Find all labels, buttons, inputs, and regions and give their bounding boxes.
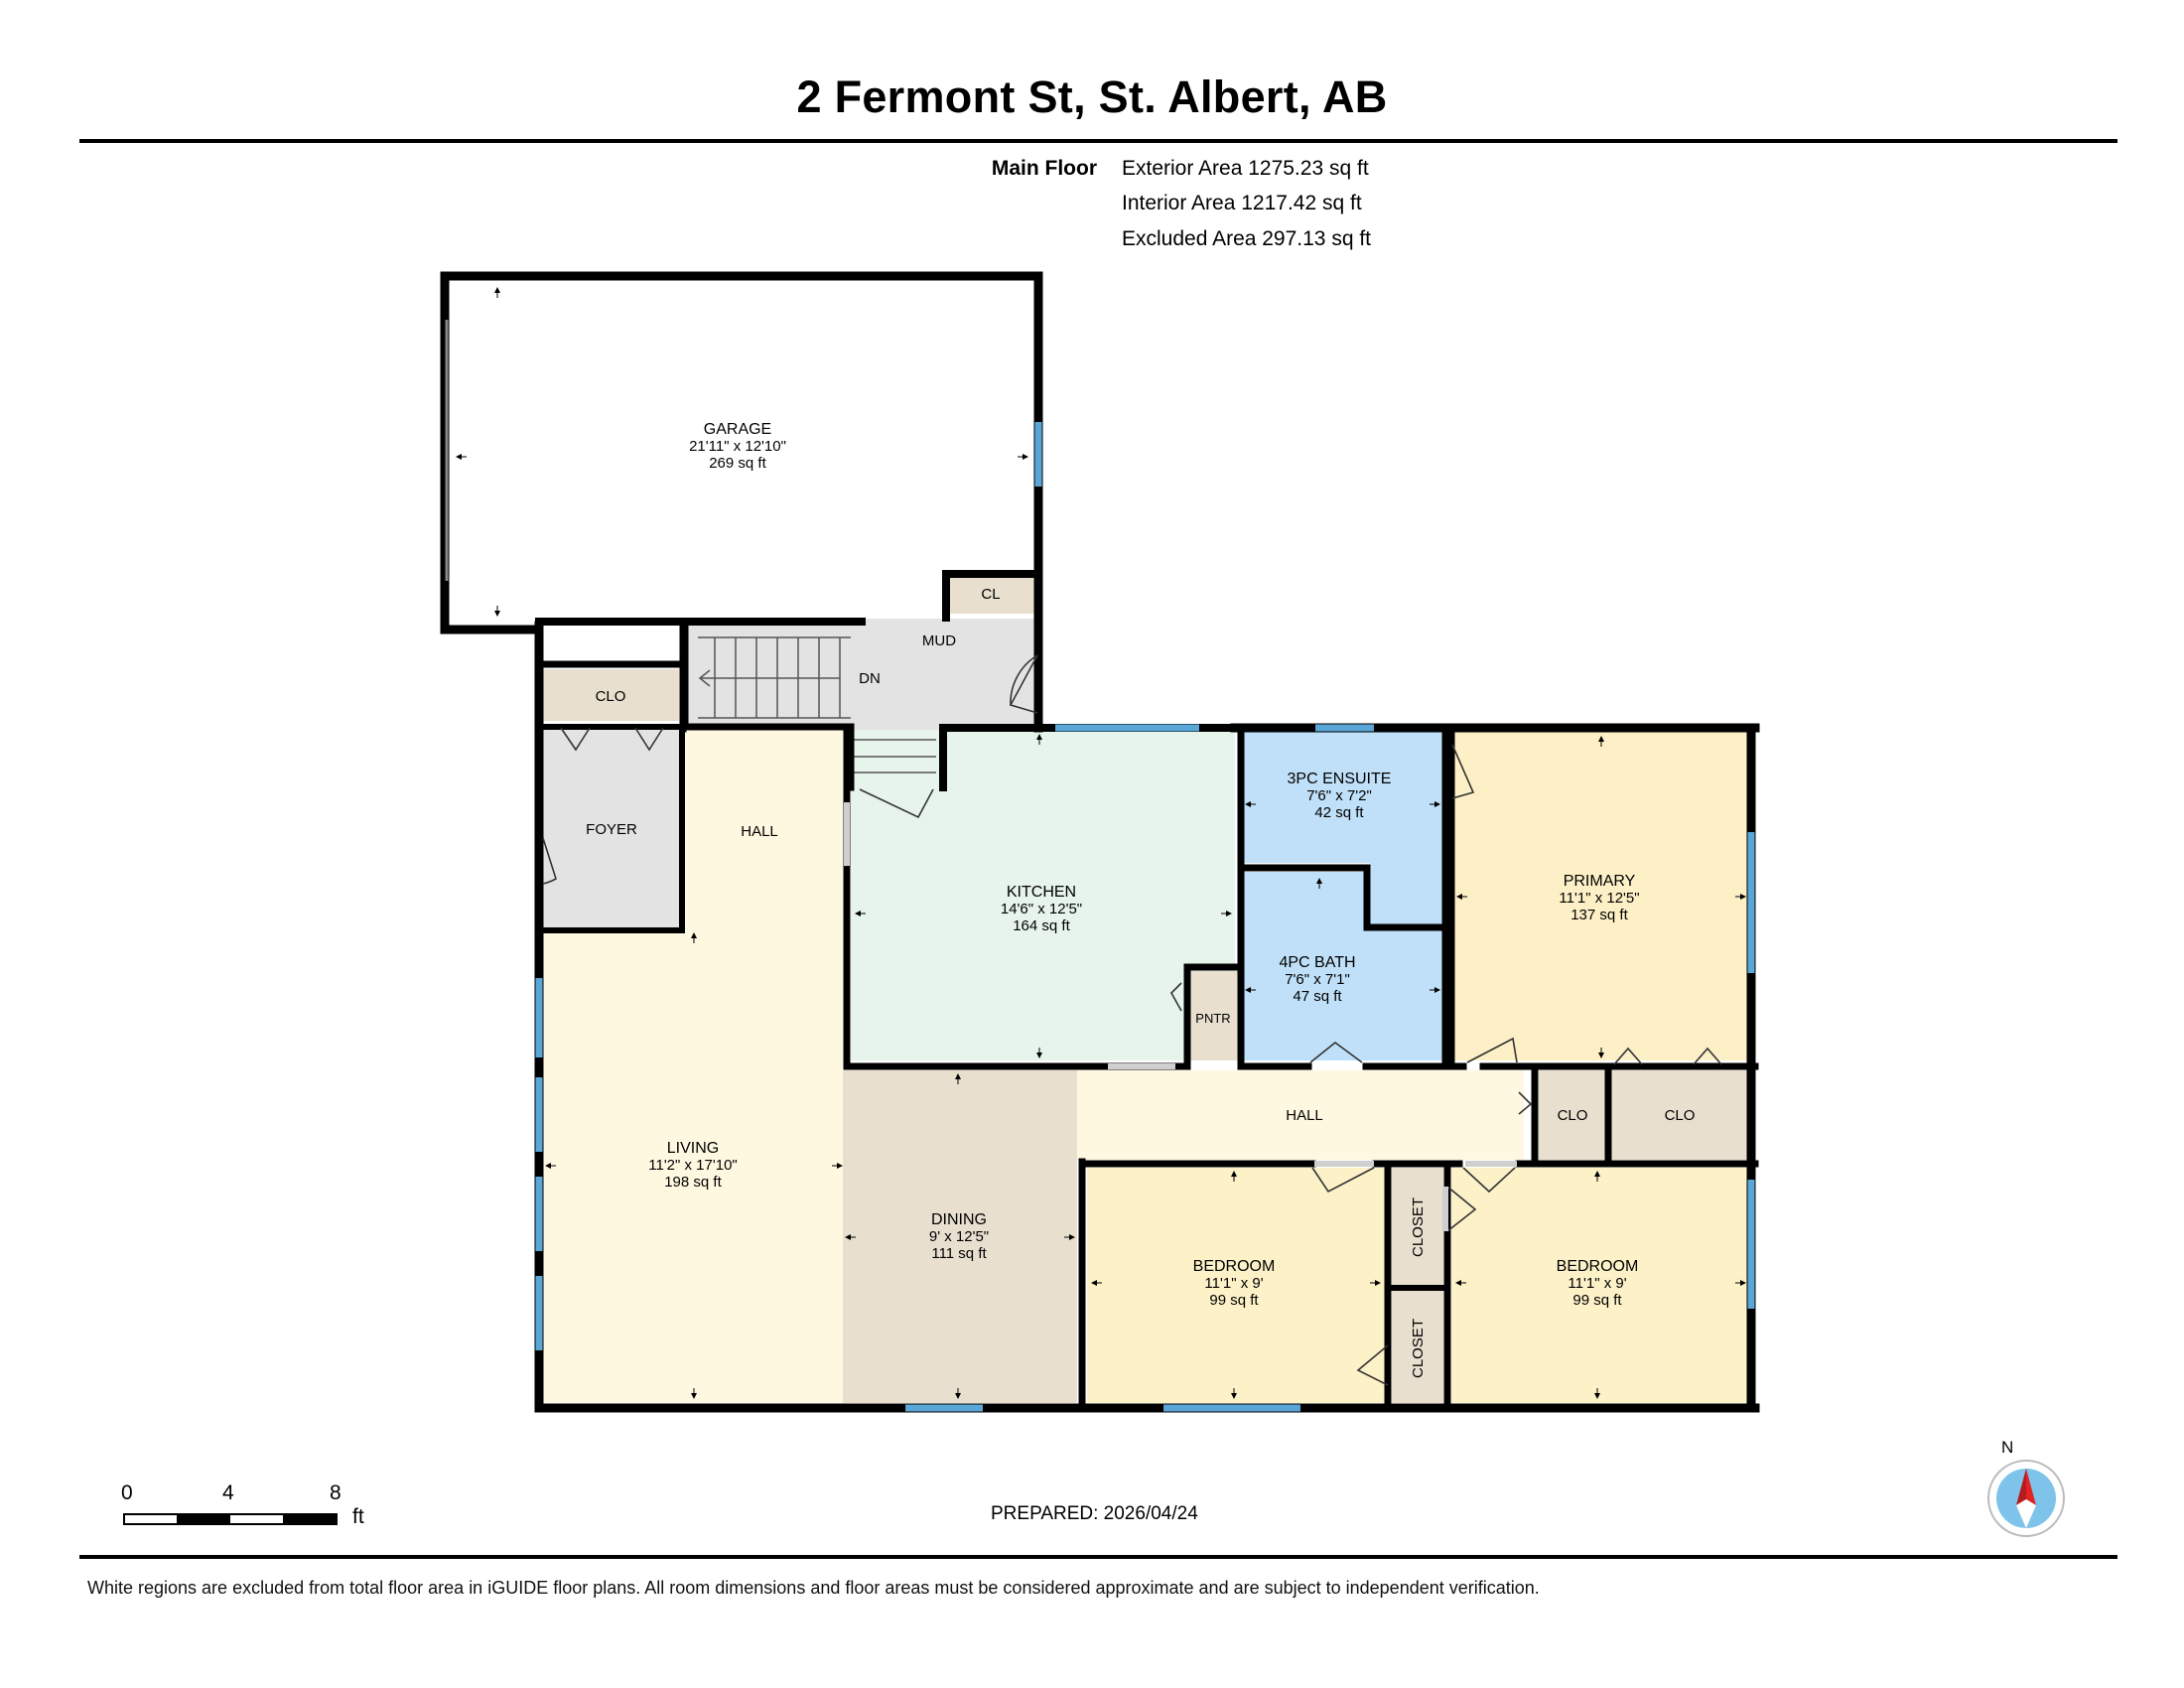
garage-dim: 21'11" x 12'10" [689,438,786,455]
closet1-fill [1392,1168,1443,1285]
clo-foyer-fill [543,669,679,721]
pntr-label: PNTR [1195,1011,1230,1026]
primary-dim: 11'1" x 12'5" [1559,890,1639,907]
living-name: LIVING [667,1140,719,1157]
footer-rule [79,1555,2117,1559]
kitchen-arrows [855,734,1232,1058]
living-sqft: 198 sq ft [664,1174,722,1191]
bedroom2-name: BEDROOM [1557,1258,1639,1275]
living-arrows [545,932,843,1399]
ensuite-name: 3PC ENSUITE [1288,771,1392,787]
bedroom1-fill [1087,1168,1385,1403]
dining-sqft: 111 sq ft [931,1245,987,1262]
ensuite-fill [1244,730,1442,863]
clo-hall-2-label: CLO [1665,1107,1696,1124]
hall-lower-label: HALL [1286,1107,1323,1124]
living-fill [543,927,843,1403]
staircase [698,636,936,774]
closet-1-label: CLOSET [1410,1197,1427,1257]
mud-label: MUD [922,633,956,649]
bath-name: 4PC BATH [1279,954,1355,971]
garage-sqft: 269 sq ft [709,455,766,472]
dining-dim: 9' x 12'5" [929,1228,989,1245]
primary-arrows [1456,736,1746,1058]
compass-icon [1987,1460,2065,1537]
scale-unit: ft [352,1505,364,1528]
primary-sqft: 137 sq ft [1570,907,1628,923]
bedroom2-dim: 11'1" x 9' [1568,1275,1626,1292]
disclaimer: White regions are excluded from total fl… [87,1578,1540,1598]
bedroom1-sqft: 99 sq ft [1209,1292,1259,1309]
clo-hall-1-fill [1539,1070,1606,1160]
garage-fill [445,276,1038,625]
primary-fill [1452,730,1751,1060]
interior-area: Interior Area 1217.42 sq ft [1122,192,1362,214]
kitchen-name: KITCHEN [1007,884,1076,901]
bath-fill [1244,872,1442,1060]
bedroom1-arrows [1091,1171,1381,1399]
hall-upper-label: HALL [741,823,778,840]
header-rule [79,139,2117,143]
exterior-area: Exterior Area 1275.23 sq ft [1122,157,1369,180]
bedroom2-sqft: 99 sq ft [1572,1292,1622,1309]
doors [542,654,1722,1386]
scale-bar [123,1513,338,1525]
bedroom2-fill [1451,1168,1751,1403]
scale-tick-8: 8 [330,1481,341,1504]
hall-lower-fill [1077,1070,1524,1160]
foyer-label: FOYER [586,821,637,838]
windows [535,422,1755,1412]
bath-dim: 7'6" x 7'1" [1285,971,1350,988]
clo-hall-1-label: CLO [1558,1107,1588,1124]
dining-arrows [845,1073,1075,1399]
bedroom1-dim: 11'1" x 9' [1204,1275,1263,1292]
bedroom1-name: BEDROOM [1193,1258,1276,1275]
ensuite-sqft: 42 sq ft [1314,804,1364,821]
dn-label: DN [859,670,881,687]
bath-sqft: 47 sq ft [1293,988,1342,1005]
scale-tick-4: 4 [222,1481,234,1504]
page-title: 2 Fermont St, St. Albert, AB [796,71,1388,122]
closet-2-label: CLOSET [1410,1319,1427,1378]
floor-label: Main Floor [991,157,1097,180]
foyer-fill [543,727,679,927]
kitchen-sqft: 164 sq ft [1013,917,1070,934]
ensuite-dim: 7'6" x 7'2" [1306,787,1372,804]
bedroom2-arrows [1455,1171,1746,1399]
scale-tick-0: 0 [121,1481,133,1504]
hall-upper-fill [679,727,843,927]
dimension-arrows [456,287,1746,1399]
living-dim: 11'2" x 17'10" [648,1157,738,1174]
dining-name: DINING [931,1211,987,1228]
prepared-date: PREPARED: 2026/04/24 [991,1503,1198,1524]
kitchen-dim: 14'6" x 12'5" [1001,901,1082,917]
primary-name: PRIMARY [1564,873,1636,890]
cl-fill [946,574,1037,614]
bath-arrows [1245,878,1440,993]
garage-arrows [456,287,1028,617]
cl-label: CL [981,586,1000,603]
clo-hall-2-fill [1611,1070,1751,1160]
closet2-fill [1392,1291,1443,1403]
dining-fill [843,1070,1077,1403]
door-openings [844,802,1517,1231]
garage-name: GARAGE [704,421,771,438]
compass-north-label: N [2001,1438,2014,1457]
clo-foyer-label: CLO [596,688,626,705]
excluded-area: Excluded Area 297.13 sq ft [1122,227,1372,250]
kitchen-fill [851,730,1235,1060]
pntr-fill [1187,971,1239,1060]
